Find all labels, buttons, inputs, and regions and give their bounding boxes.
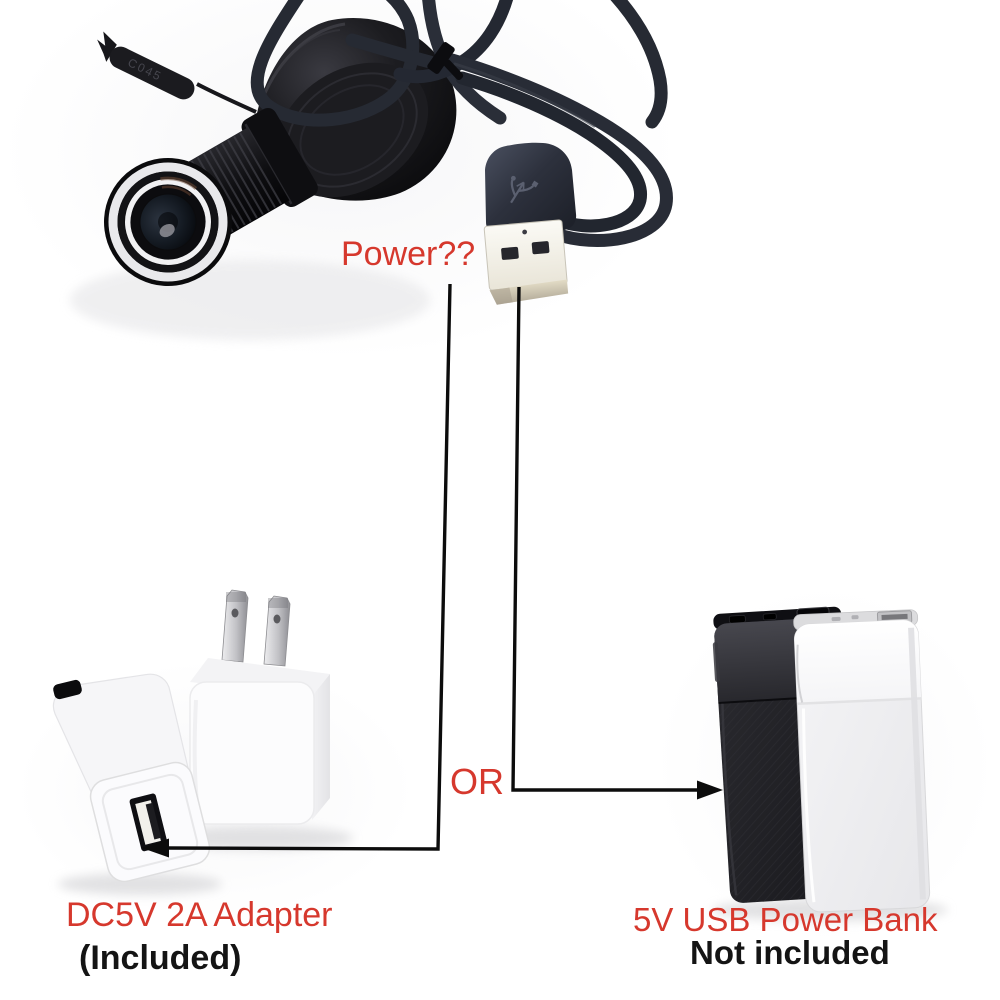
adapter-body [52, 673, 189, 793]
adapter-front-face [189, 681, 315, 825]
plug-prong [221, 589, 249, 663]
adapter-prong-edge [53, 679, 82, 700]
adapter-included-label: (Included) [79, 939, 242, 977]
adapter-title-label: DC5V 2A Adapter [66, 896, 333, 934]
camera-lens-assembly [104, 107, 318, 286]
adapter-usb-port [129, 793, 168, 852]
power-question-label: Power?? [341, 235, 476, 273]
bank-gloss-section [794, 620, 922, 703]
cable-tie [427, 42, 464, 81]
arrow-to-power-bank [511, 286, 700, 792]
arrowhead-left [142, 838, 169, 858]
bank-port [851, 615, 859, 620]
plug-prong [263, 595, 291, 667]
bank-port [762, 613, 777, 621]
tag-fork-tip [97, 31, 117, 62]
fisheye-lens [104, 158, 232, 286]
wall-adapter-standing [189, 589, 330, 825]
wall-adapter-lying [52, 673, 211, 883]
or-label: OR [450, 761, 504, 802]
usb-metal-shell [483, 219, 569, 305]
power-bank-not-included-label: Not included [690, 934, 890, 971]
barrel-collar [241, 107, 318, 208]
power-bank-white [793, 609, 931, 913]
camera-photo: C045 [0, 0, 680, 360]
bank-port [728, 614, 746, 624]
arrowhead-right [697, 780, 723, 800]
tag-wire [196, 82, 257, 114]
adapter-side-face [312, 674, 330, 820]
usb-trident-icon [510, 175, 539, 204]
bank-side-button [712, 642, 720, 683]
annotation-arrows [142, 283, 723, 858]
usb-connector [483, 142, 577, 305]
bank-port [831, 616, 841, 622]
wall-adapters-photo [15, 589, 415, 920]
usb-contact-window [531, 241, 550, 255]
bank-corner-detail [796, 644, 804, 703]
power-banks-photo [655, 585, 995, 945]
power-bank-title-label: 5V USB Power Bank [633, 901, 938, 938]
usb-contact-window [501, 246, 519, 260]
connector-overmold [485, 142, 577, 237]
arrow-to-adapter [165, 283, 452, 851]
